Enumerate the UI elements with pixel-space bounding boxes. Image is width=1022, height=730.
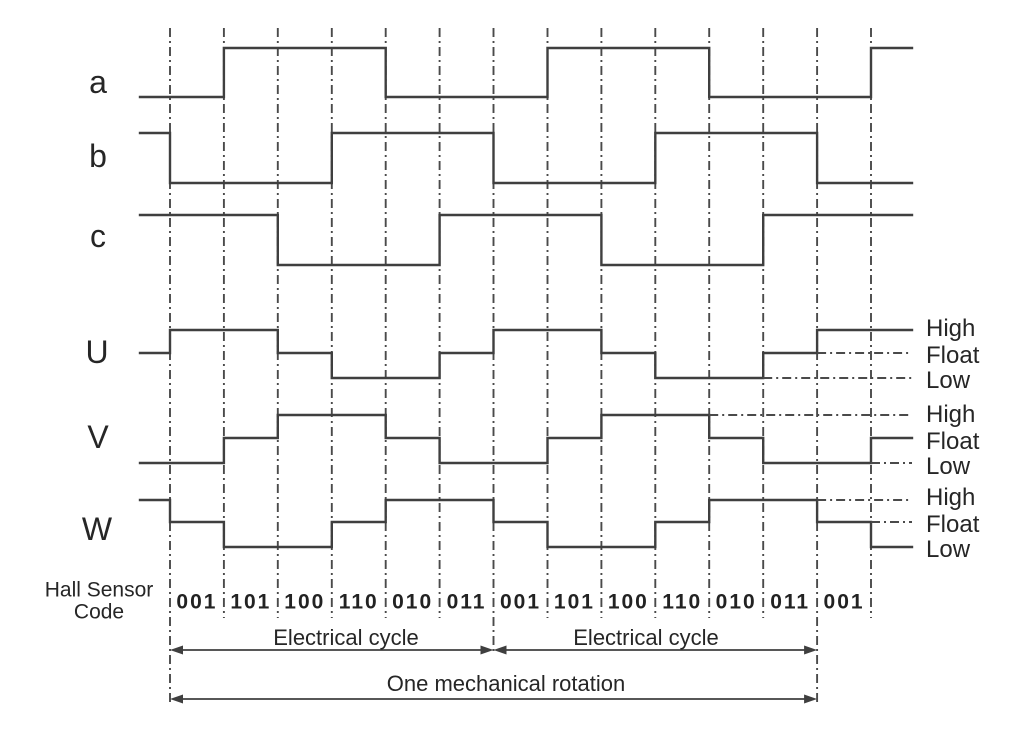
- mechanical-rotation-label: One mechanical rotation: [386, 671, 626, 696]
- level-label-u-float: Float: [926, 342, 980, 369]
- waveform-U: [138, 328, 914, 380]
- hall-code-value: 010: [715, 590, 757, 614]
- hall-code-value: 001: [499, 590, 542, 614]
- hall-code-value: 110: [662, 590, 703, 614]
- hall-code-value: 001: [176, 590, 218, 614]
- hall-sensor-code-label-line1: Hall Sensor: [44, 578, 154, 602]
- hall-code-value: 010: [392, 590, 434, 614]
- signal-label-c: c: [90, 218, 106, 254]
- dimension-arrows: [170, 645, 818, 704]
- hall-code-value: 110: [338, 590, 379, 614]
- hall-code-value: 101: [553, 590, 595, 614]
- level-leader-lines: [709, 352, 912, 523]
- level-label-v-high: High: [926, 401, 976, 428]
- signal-label-b: b: [89, 138, 107, 174]
- level-label-w-float: Float: [926, 511, 980, 538]
- level-label-v-low: Low: [926, 453, 971, 480]
- hall-sensor-code-label-line2: Code: [73, 600, 125, 624]
- level-label-u-high: High: [926, 315, 976, 342]
- waveform-c: [138, 213, 914, 267]
- waveform-b: [138, 131, 914, 185]
- electrical-cycle-label-2: Electrical cycle: [573, 625, 719, 650]
- hall-code-value: 011: [446, 590, 487, 614]
- hall-code-value: 101: [230, 590, 272, 614]
- hall-code-value: 100: [607, 590, 649, 614]
- waveform-a: [138, 46, 914, 99]
- level-label-w-high: High: [926, 484, 976, 511]
- signal-label-v: V: [87, 419, 109, 455]
- hall-code-value: 001: [823, 590, 865, 614]
- gridlines: [169, 28, 872, 703]
- hall-code-value: 100: [284, 590, 326, 614]
- hall-code-value: 011: [770, 590, 811, 614]
- drive-waveforms: [138, 328, 914, 549]
- waveform-V: [138, 413, 914, 465]
- electrical-cycle-label-1: Electrical cycle: [273, 625, 419, 650]
- level-label-v-float: Float: [926, 428, 980, 455]
- signal-label-a: a: [89, 64, 107, 100]
- signal-label-w: W: [81, 511, 113, 547]
- level-label-u-low: Low: [926, 367, 971, 394]
- waveform-W: [138, 498, 914, 549]
- signal-label-u: U: [85, 334, 109, 370]
- level-label-w-low: Low: [926, 536, 971, 563]
- hall-waveforms: [138, 46, 914, 267]
